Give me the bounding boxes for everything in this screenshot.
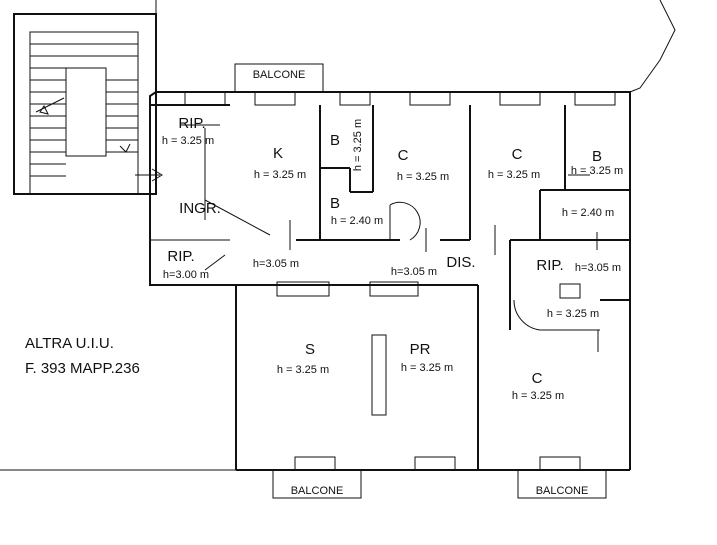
room-bedroom-1-height: h = 3.25 m <box>397 171 449 183</box>
room-bath-3-label: B <box>592 148 602 165</box>
room-bedroom-3-height: h = 3.25 m <box>512 390 564 402</box>
room-rip-top-label: RIP. <box>178 115 205 132</box>
room-bedroom-2: C h = 3.25 m <box>488 146 540 181</box>
outer-walls <box>0 0 676 471</box>
balcony-bottom-left: BALCONE <box>272 469 362 499</box>
room-bedroom-2-label: C <box>512 146 523 163</box>
room-rip-left-label: RIP. <box>167 248 194 265</box>
balcony-top: BALCONE <box>234 63 324 93</box>
room-dining: PR h = 3.25 m <box>401 341 453 374</box>
room-rip-right: RIP. h=3.05 m <box>536 257 621 274</box>
room-rip-right-label: RIP. <box>536 257 563 274</box>
windows <box>184 91 616 471</box>
balcony-top-label: BALCONE <box>253 69 306 81</box>
room-kitchen-height: h = 3.25 m <box>254 169 306 181</box>
balcony-bottom-right-label: BALCONE <box>536 485 589 497</box>
balcony-bottom-right: BALCONE <box>517 469 607 499</box>
room-living-label: S <box>305 341 315 358</box>
room-bath-2-height: h = 2.40 m <box>331 215 383 227</box>
room-bath-3-height: h = 3.25 m <box>571 165 623 177</box>
other-unit-line2: F. 393 MAPP.236 <box>25 360 140 377</box>
room-bath-3: B h = 3.25 m <box>571 148 623 177</box>
room-rip-right-height: h=3.05 m <box>575 262 621 274</box>
room-hall: DIS. h=3.05 m <box>391 254 476 278</box>
room-kitchen: K h = 3.25 m <box>254 145 306 181</box>
room-dining-label: PR <box>410 341 431 358</box>
room-bedroom-1-label: C <box>398 147 409 164</box>
room-kitchen-label: K <box>273 145 283 162</box>
room-bath-1-label: B <box>330 132 340 149</box>
room-closet-right: h = 2.40 m <box>562 207 614 219</box>
room-bath-2: B h = 2.40 m <box>330 195 383 227</box>
room-rip-top: RIP. h = 3.25 m <box>162 115 214 147</box>
balcony-bottom-left-label: BALCONE <box>291 485 344 497</box>
doors <box>135 124 600 352</box>
room-living: S h = 3.25 m <box>277 341 329 376</box>
other-unit-line1: ALTRA U.I.U. <box>25 335 114 352</box>
room-bath-1: B h = 3.25 m <box>330 119 364 171</box>
stair-treads <box>30 43 138 177</box>
room-closet-right-height: h = 2.40 m <box>562 207 614 219</box>
room-hall-height: h=3.05 m <box>391 266 437 278</box>
room-hall-label: DIS. <box>446 254 475 271</box>
room-living-height: h = 3.25 m <box>277 364 329 376</box>
room-rip-right-lower-height: h = 3.25 m <box>547 308 599 320</box>
room-rip-left-height: h=3.00 m <box>163 269 209 281</box>
room-bedroom-3-label: C <box>532 370 543 387</box>
room-rip-top-height: h = 3.25 m <box>162 135 214 147</box>
room-rip-right-lower: h = 3.25 m <box>547 308 599 320</box>
room-dining-height: h = 3.25 m <box>401 362 453 374</box>
room-entrance-label: INGR. <box>179 200 221 217</box>
room-entrance-height: h=3.05 m <box>253 258 299 270</box>
room-entrance: INGR. h=3.05 m <box>179 200 299 270</box>
interior-walls <box>150 105 630 470</box>
room-bedroom-3: C h = 3.25 m <box>512 370 564 402</box>
room-rip-left: RIP. h=3.00 m <box>163 248 209 281</box>
room-bath-2-label: B <box>330 195 340 212</box>
room-bath-1-height: h = 3.25 m <box>352 119 364 171</box>
staircase <box>13 13 157 195</box>
other-unit-note: ALTRA U.I.U. F. 393 MAPP.236 <box>25 335 140 377</box>
room-bedroom-1: C h = 3.25 m <box>397 147 449 183</box>
room-bedroom-2-height: h = 3.25 m <box>488 169 540 181</box>
